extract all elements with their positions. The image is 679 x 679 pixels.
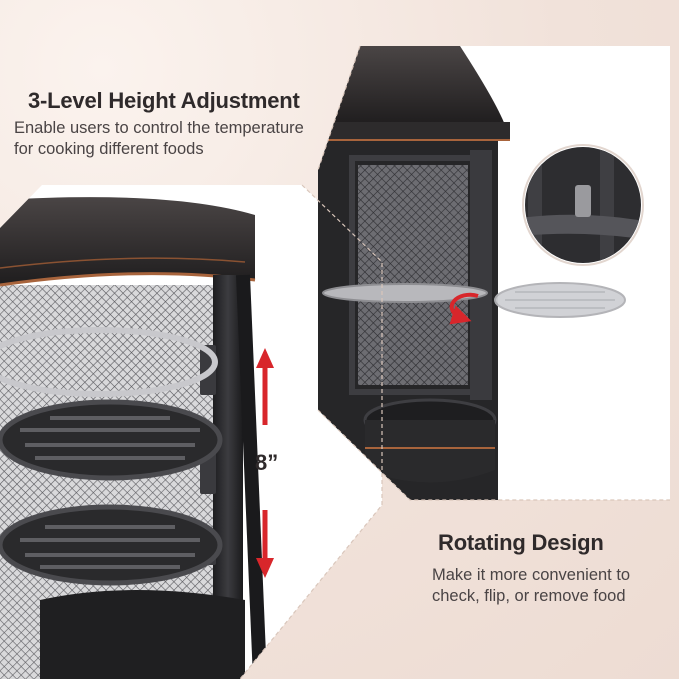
- height-adjustment-title: 3-Level Height Adjustment: [28, 88, 300, 113]
- double-vertical-arrow-icon: [256, 348, 274, 578]
- dashed-guides: [239, 45, 670, 679]
- grill-grate-middle: [0, 399, 223, 481]
- rotating-design-title: Rotating Design: [438, 530, 604, 555]
- right-panel: [318, 46, 670, 500]
- grill-grate-bottom: [0, 504, 223, 586]
- height-adjustment-description: Enable users to control the temperature …: [14, 118, 354, 160]
- rotate-arrow-icon: [449, 292, 479, 325]
- grill-grate-top: [0, 327, 218, 397]
- hinge-zoom-detail: [522, 144, 644, 266]
- rotating-design-line2: check, flip, or remove food: [432, 587, 626, 605]
- rotating-design-description: Make it more convenient to check, flip, …: [432, 565, 672, 607]
- height-measurement-label: 8”: [255, 450, 279, 475]
- height-adjustment-line1: Enable users to control the temperature: [14, 119, 304, 137]
- rotating-design-line1: Make it more convenient to: [432, 566, 631, 584]
- height-adjustment-line2: for cooking different foods: [14, 140, 204, 158]
- left-panel: [0, 185, 382, 679]
